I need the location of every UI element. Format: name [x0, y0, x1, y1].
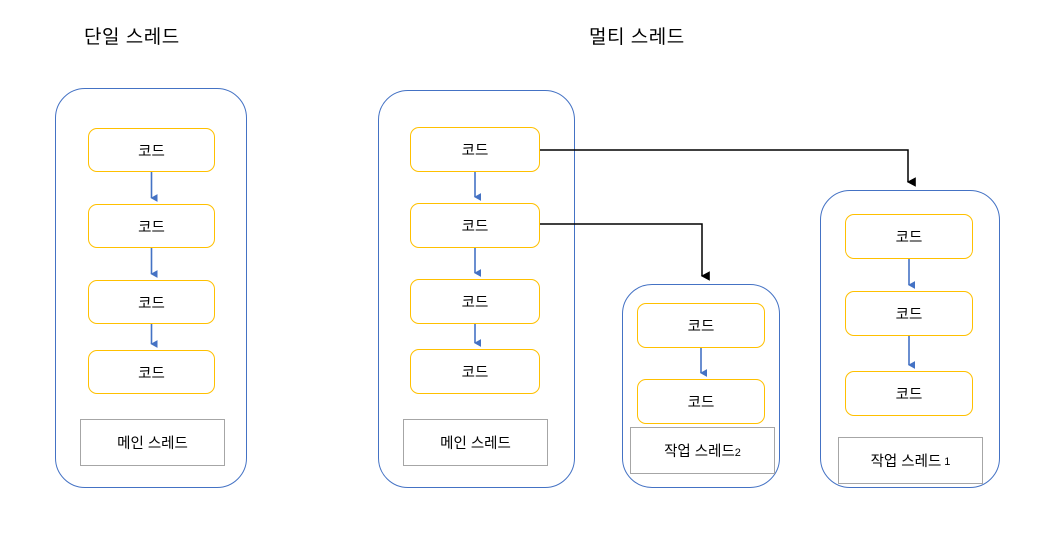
worker2-code-box-1: 코드 [637, 303, 765, 348]
connector-to-worker-thread-1 [540, 149, 916, 187]
worker1-code-box-2: 코드 [845, 291, 973, 336]
multi-main-code-box-2: 코드 [410, 203, 540, 248]
multi-thread-title: 멀티 스레드 [589, 27, 685, 48]
single-thread-code-box-4: 코드 [88, 350, 215, 394]
worker-thread-1-number: 1 [944, 455, 951, 468]
worker1-code-box-1: 코드 [845, 214, 973, 259]
multi-main-code-box-1: 코드 [410, 127, 540, 172]
worker-thread-1-label-text: 작업 스레드 [870, 454, 942, 470]
worker-thread-2-number: 2 [734, 446, 741, 459]
worker-thread-2-container [622, 284, 780, 488]
main-thread-label-box-multi: 메인 스레드 [403, 419, 548, 466]
single-thread-code-box-1: 코드 [88, 128, 215, 172]
worker-thread-1-container [820, 190, 1000, 488]
multi-main-code-box-3: 코드 [410, 279, 540, 324]
single-thread-title: 단일 스레드 [84, 27, 180, 48]
single-thread-code-box-2: 코드 [88, 204, 215, 248]
worker2-code-box-2: 코드 [637, 379, 765, 424]
main-thread-label-box-single: 메인 스레드 [80, 419, 225, 466]
single-thread-code-box-3: 코드 [88, 280, 215, 324]
worker1-code-box-3: 코드 [845, 371, 973, 416]
multi-thread-main-container [378, 90, 575, 488]
single-thread-container [55, 88, 247, 488]
multi-main-code-box-4: 코드 [410, 349, 540, 394]
worker-thread-2-label-text: 작업 스레드 [664, 444, 735, 460]
